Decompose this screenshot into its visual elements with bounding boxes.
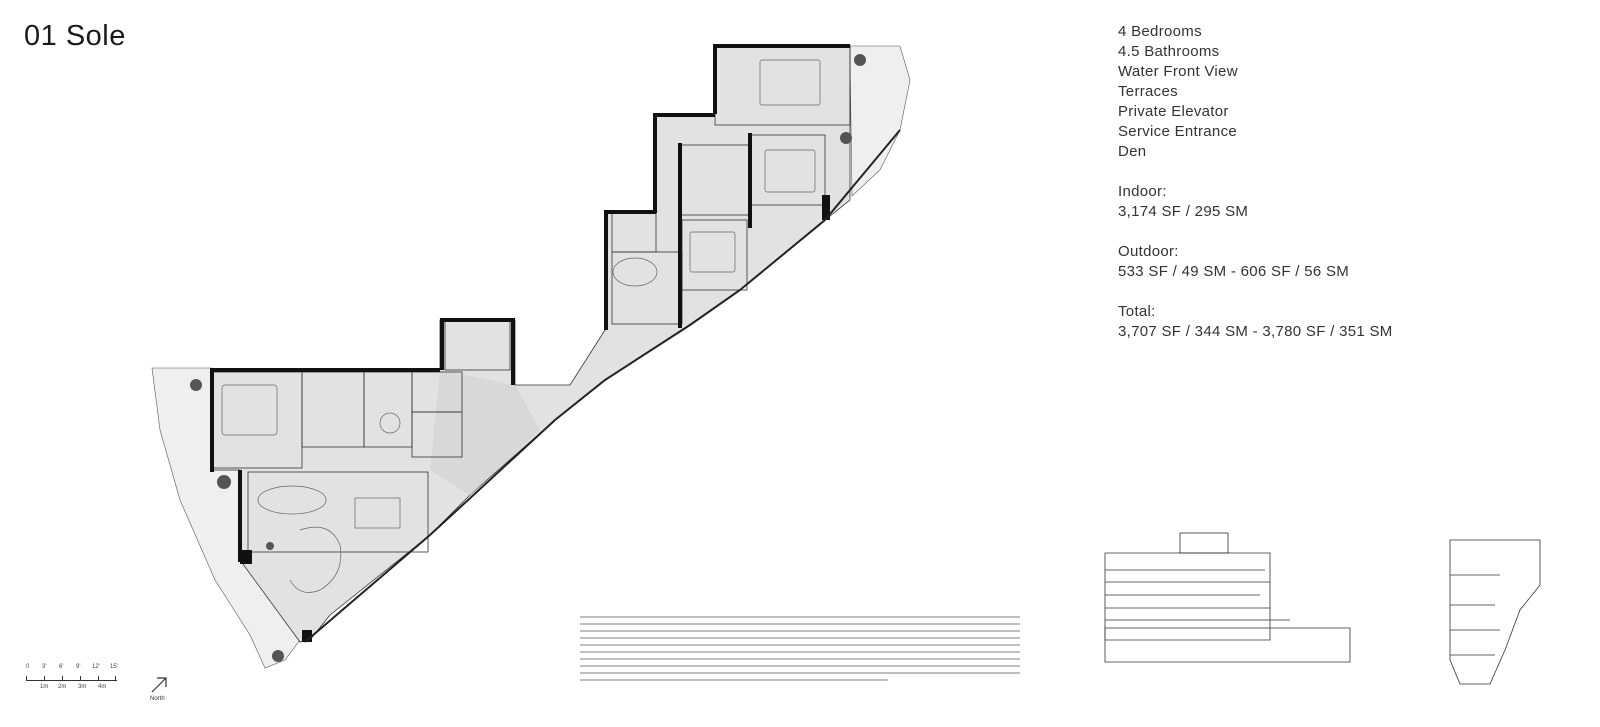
feature-water-view: Water Front View [1118,63,1238,80]
total-value: 3,707 SF / 344 SM - 3,780 SF / 351 SM [1118,323,1393,340]
scale-tick-m: 2m [58,684,67,690]
feature-bedrooms: 4 Bedrooms [1118,23,1202,40]
feature-den: Den [1118,143,1147,160]
scale-tick: 6' [59,664,64,670]
key-plan [1449,539,1541,685]
facade-glazing [304,129,901,643]
outdoor-value: 533 SF / 49 SM - 606 SF / 56 SM [1118,263,1350,280]
scale-tick-m: 4m [98,684,107,690]
indoor-label: Indoor: [1118,183,1167,200]
feature-terraces: Terraces [1118,83,1178,100]
terrace-northeast [849,45,911,197]
scale-tick-m: 3m [78,684,87,690]
feature-service-entrance: Service Entrance [1118,123,1238,140]
unit-specs: 4 Bedrooms 4.5 Bathrooms Water Front Vie… [1118,22,1393,342]
indoor-area: Indoor: 3,174 SF / 295 SM [1118,182,1393,222]
indoor-value: 3,174 SF / 295 SM [1118,203,1249,220]
outdoor-label: Outdoor: [1118,243,1179,260]
scale-tick: 12' [92,664,100,670]
feature-elevator: Private Elevator [1118,103,1229,120]
scale-tick: 0 [26,664,30,670]
interior-floor [211,44,851,643]
corridor [430,370,540,495]
outdoor-area: Outdoor: 533 SF / 49 SM - 606 SF / 56 SM [1118,242,1393,282]
scale-tick: 9' [76,664,81,670]
building-elevation [1104,532,1351,663]
total-area: Total: 3,707 SF / 344 SM - 3,780 SF / 35… [1118,302,1393,342]
disclaimer-text [580,616,1020,702]
feature-bathrooms: 4.5 Bathrooms [1118,43,1220,60]
north-label: North [150,696,165,702]
scale-tick: 15' [110,664,118,670]
scale-tick-m: 1m [40,684,49,690]
arrow-up-right-icon [151,677,167,693]
unit-title: 01 Sole [24,20,126,52]
total-label: Total: [1118,303,1156,320]
north-arrow: North [150,676,168,706]
scale-tick: 3' [42,664,47,670]
